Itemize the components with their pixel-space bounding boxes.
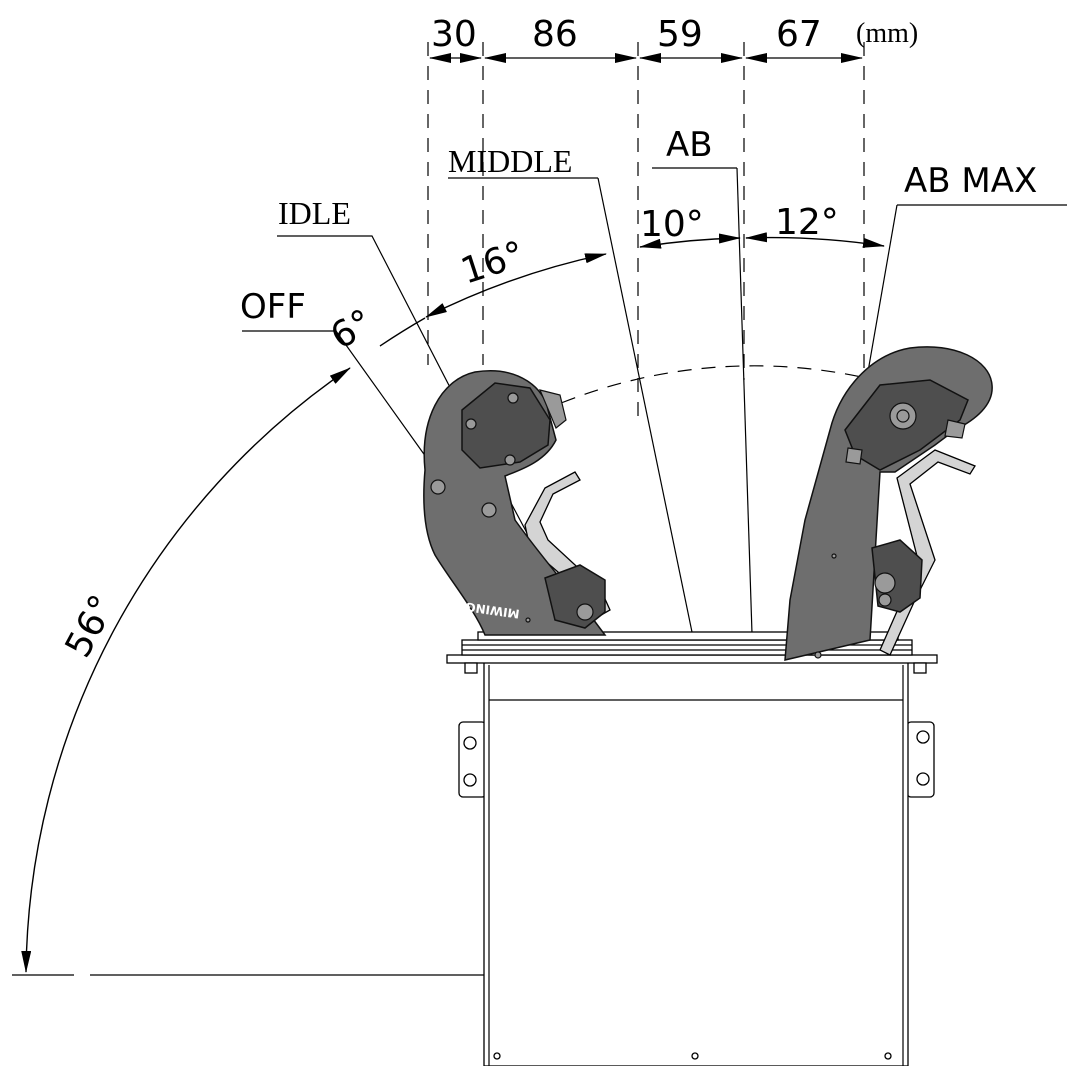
arc-10 <box>639 233 741 249</box>
throttle-base-housing <box>446 631 938 1066</box>
arc-12 <box>745 232 885 248</box>
housing-body <box>483 659 909 1066</box>
dim-label-86: 86 <box>532 14 578 55</box>
arc-16 <box>425 253 607 318</box>
label-leaders <box>242 167 1067 458</box>
angle-arc-group: 6° 16° 10° 12° 56° <box>21 202 885 973</box>
angle-label-56: 56° <box>58 589 124 665</box>
throttle-lever-idle: MIWING <box>423 370 611 636</box>
angle-label-12: 12° <box>775 202 839 243</box>
dim-label-67: 67 <box>776 14 822 55</box>
arc-6 <box>379 317 426 347</box>
throttle-lever-abmax <box>784 346 993 661</box>
top-plate <box>446 654 938 664</box>
dim-unit: (mm) <box>856 18 918 49</box>
position-label-idle: IDLE <box>278 195 351 231</box>
lever-knob-left <box>461 382 551 469</box>
position-label-abmax: AB MAX <box>904 161 1037 201</box>
arc-56 <box>21 367 351 973</box>
travel-arc-dashed <box>539 365 867 413</box>
position-label-middle: MIDDLE <box>448 143 572 179</box>
position-labels: OFF IDLE MIDDLE AB AB MAX <box>240 125 1037 327</box>
dim-label-59: 59 <box>657 14 703 55</box>
position-label-off: OFF <box>240 287 306 327</box>
angle-label-6: 6° <box>324 302 380 358</box>
top-dimension-group: 30 86 59 67 (mm) <box>427 14 918 420</box>
position-label-ab: AB <box>666 125 713 165</box>
dim-label-30: 30 <box>431 14 477 55</box>
angle-label-10: 10° <box>640 204 704 245</box>
angle-label-16: 16° <box>456 234 529 293</box>
